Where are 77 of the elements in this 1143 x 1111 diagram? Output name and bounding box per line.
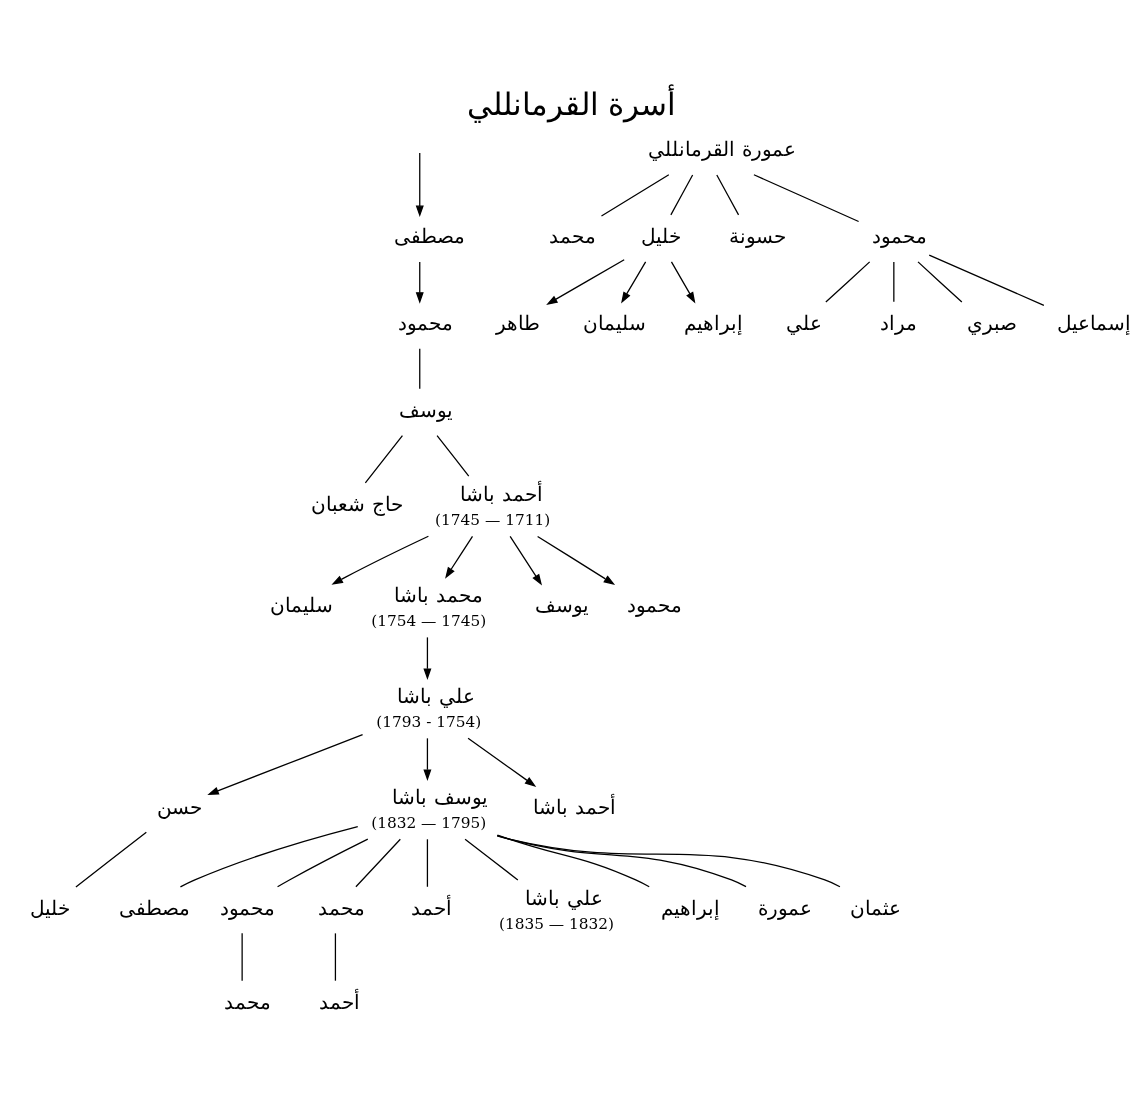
node-text: عمورة القرمانللي xyxy=(648,136,796,161)
node-text: علي باشا xyxy=(525,885,603,910)
connector xyxy=(426,838,429,887)
connector xyxy=(670,173,694,215)
connector xyxy=(917,260,963,303)
node-text: خليل xyxy=(30,895,71,920)
connector xyxy=(464,838,519,881)
arrow xyxy=(537,535,616,585)
node-text: محمد xyxy=(317,895,365,920)
node-text: حسونة xyxy=(729,223,786,248)
node-text: إبراهيم xyxy=(684,310,744,335)
node-label: (1745 — 1711) xyxy=(435,510,551,529)
arrow xyxy=(670,260,696,303)
node-text: محمود xyxy=(398,310,454,335)
connector xyxy=(716,173,740,215)
node-text: صبري xyxy=(966,310,1017,335)
connector xyxy=(241,932,243,981)
node-text: إبراهيم xyxy=(661,895,721,920)
node-text: إسماعيل xyxy=(1057,310,1132,335)
arrow xyxy=(509,535,543,586)
node-label: (1754 — 1745) xyxy=(371,611,487,630)
connector xyxy=(75,831,147,888)
node-text: مصطفى xyxy=(119,895,191,920)
node-text: محمد xyxy=(224,989,272,1014)
node-text: أحمد باشا xyxy=(533,794,616,819)
node-text: محمود xyxy=(220,895,276,920)
node-text: مراد xyxy=(879,310,917,335)
connector xyxy=(179,825,359,888)
connector xyxy=(496,833,650,887)
node-text: علي xyxy=(786,310,823,335)
connector xyxy=(496,834,841,887)
arrow xyxy=(546,258,625,305)
node-text: عثمان xyxy=(850,895,902,920)
arrow xyxy=(331,535,430,585)
node-text: يوسف xyxy=(399,397,454,422)
connector xyxy=(276,837,369,887)
arrow xyxy=(207,733,364,795)
connector xyxy=(600,173,670,217)
node-label: (1832 — 1795) xyxy=(371,813,487,832)
node-text: مصطفى xyxy=(394,223,466,248)
node-text: محمد xyxy=(548,223,596,248)
connector xyxy=(825,260,871,303)
node-text: طاهر xyxy=(496,310,541,335)
connector xyxy=(419,347,421,389)
node-label: (1835 — 1832) xyxy=(498,914,615,933)
node-text: يوسف xyxy=(534,592,589,617)
connector xyxy=(893,260,895,302)
node-text: يوسف باشا xyxy=(392,784,488,809)
node-text: محمود xyxy=(872,223,928,248)
connector xyxy=(334,932,337,981)
arrow xyxy=(467,737,537,787)
connector xyxy=(496,834,747,887)
node-text: سليمان xyxy=(270,592,334,617)
arrow xyxy=(621,260,647,303)
node-text: خليل xyxy=(640,223,681,248)
node-text: أحمد xyxy=(318,989,360,1014)
node-text: حاج شعبان xyxy=(311,491,403,516)
arrow xyxy=(415,260,424,304)
connector xyxy=(355,838,401,887)
node-label: (1793 - 1754) xyxy=(376,712,482,731)
connector xyxy=(436,434,470,477)
arrow xyxy=(423,636,432,680)
arrow xyxy=(445,535,474,579)
node-text: سليمان xyxy=(583,310,647,335)
connector xyxy=(928,254,1045,306)
node-text: حسن xyxy=(156,794,202,819)
node-text: علي باشا xyxy=(397,683,475,708)
arrow xyxy=(423,737,432,781)
arrow xyxy=(415,151,424,217)
node-text: محمود xyxy=(626,592,682,617)
diagram-title: أسرة القرمانللي xyxy=(466,86,677,122)
connector xyxy=(364,434,404,484)
node-text: أحمد xyxy=(410,895,452,920)
node-text: أحمد باشا xyxy=(460,481,543,506)
node-text: عمورة xyxy=(758,895,813,920)
node-text: محمد باشا xyxy=(394,582,483,607)
connector xyxy=(753,173,860,222)
